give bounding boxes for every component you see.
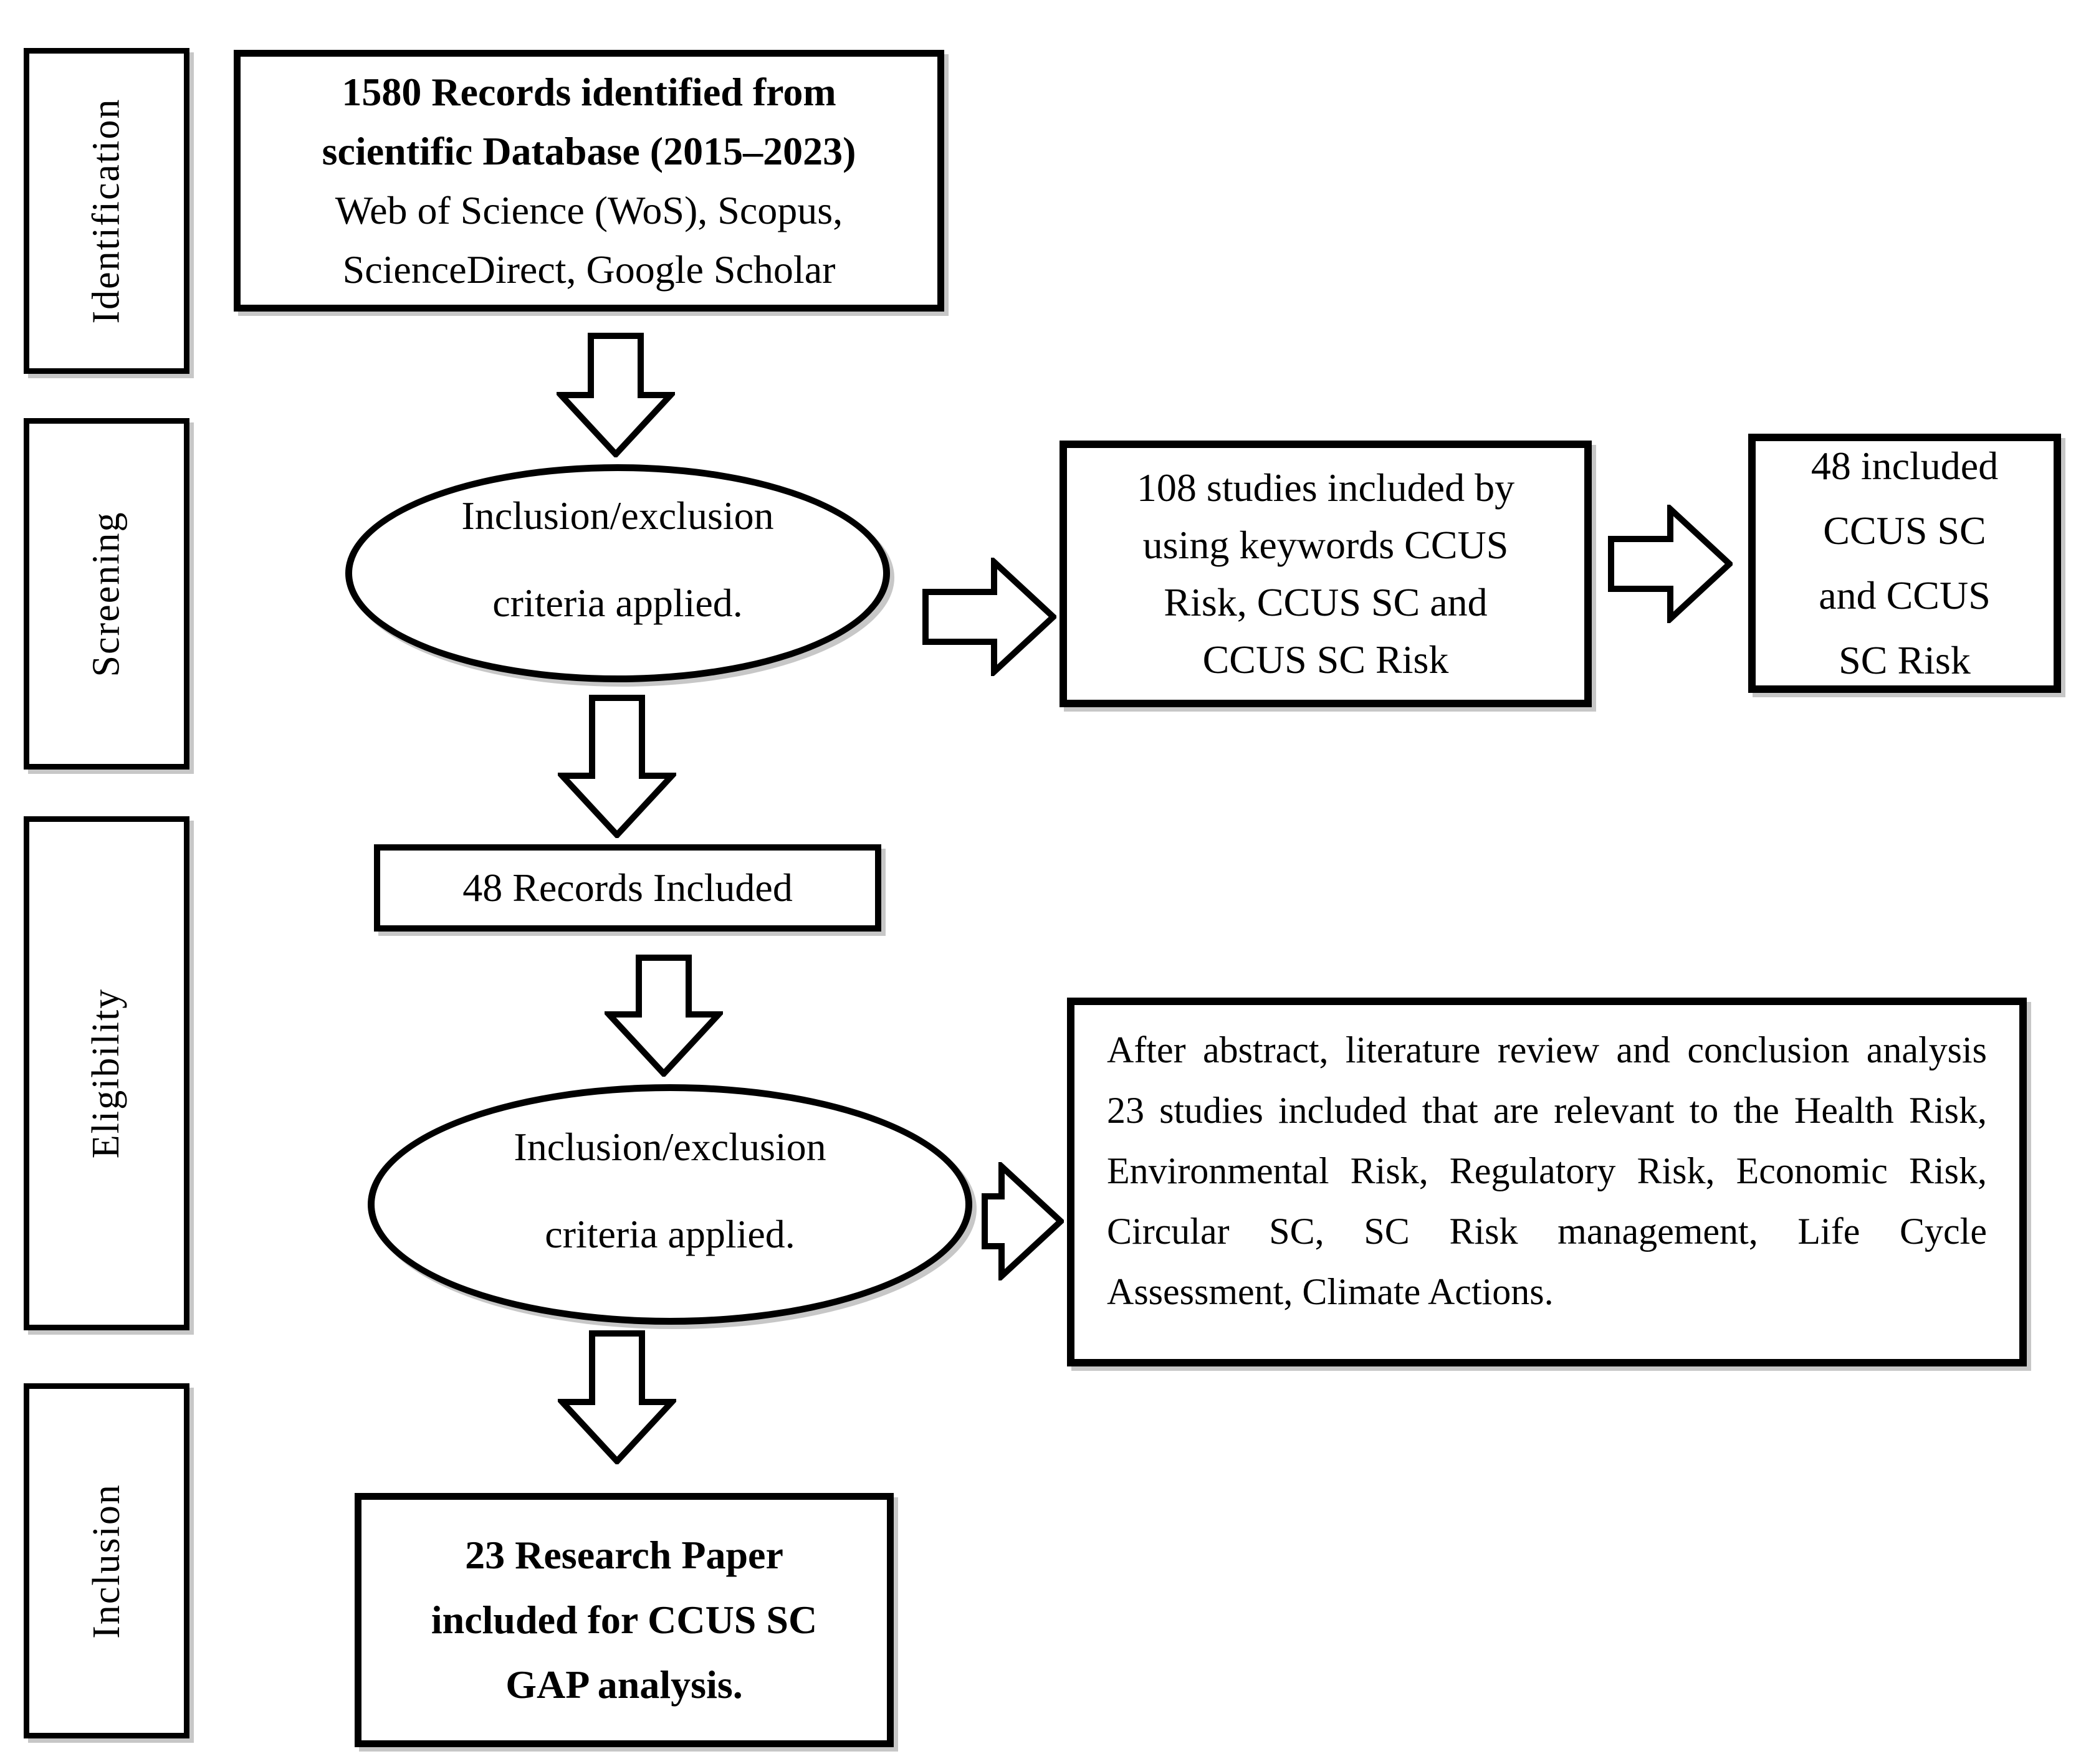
records-identified-line: 1580 Records identified from [342, 70, 836, 114]
keyword-studies-line: 108 studies included by [1136, 465, 1515, 510]
node-included-48: 48 included CCUS SC and CCUS SC Risk [1748, 434, 2061, 693]
stage-box-inclusion: Inclusion [24, 1383, 189, 1738]
eligibility-criteria-line: Inclusion/exclusion [514, 1124, 826, 1169]
records-identified-line: ScienceDirect, Google Scholar [342, 247, 836, 292]
down-arrow-icon [558, 1330, 676, 1464]
keyword-studies-line: using keywords CCUS [1142, 523, 1509, 567]
included-48-line: 48 included [1811, 444, 1999, 488]
screening-criteria-line: Inclusion/exclusion [461, 493, 774, 538]
down-arrow-icon [557, 333, 675, 457]
records-included-48-text: 48 Records Included [462, 865, 793, 910]
right-arrow-icon [922, 558, 1056, 676]
final-papers-line: included for CCUS SC [431, 1598, 818, 1642]
screening-criteria-line: criteria applied. [492, 580, 743, 625]
down-arrow-icon [605, 955, 723, 1077]
node-records-identified: 1580 Records identified from scientific … [234, 50, 944, 312]
included-48-line: and CCUS [1819, 573, 1991, 617]
final-papers-line: GAP analysis. [505, 1662, 743, 1707]
node-eligibility-result: After abstract, literature review and co… [1067, 998, 2027, 1366]
stage-box-screening: Screening [24, 418, 189, 770]
right-arrow-icon [982, 1162, 1064, 1280]
node-keyword-studies: 108 studies included by using keywords C… [1060, 441, 1592, 707]
final-papers-line: 23 Research Paper [465, 1533, 783, 1577]
node-screening-criteria-ellipse: Inclusion/exclusion criteria applied. [345, 464, 890, 682]
records-identified-line: scientific Database (2015–2023) [322, 129, 856, 173]
stage-label-identification: Identification [85, 98, 128, 324]
stage-label-eligibility: Eligibility [85, 988, 128, 1159]
down-arrow-icon [558, 695, 676, 838]
eligibility-criteria-line: criteria applied. [545, 1211, 795, 1256]
keyword-studies-line: Risk, CCUS SC and [1164, 580, 1488, 624]
stage-box-identification: Identification [24, 48, 189, 374]
stage-box-eligibility: Eligibility [24, 816, 189, 1330]
eligibility-result-text: After abstract, literature review and co… [1107, 1029, 1987, 1312]
node-final-papers: 23 Research Paper included for CCUS SC G… [355, 1493, 894, 1747]
keyword-studies-line: CCUS SC Risk [1202, 637, 1449, 682]
included-48-line: SC Risk [1839, 638, 1971, 682]
stage-label-inclusion: Inclusion [85, 1483, 128, 1639]
right-arrow-icon [1608, 505, 1733, 623]
stage-label-screening: Screening [85, 511, 128, 677]
node-eligibility-criteria-ellipse: Inclusion/exclusion criteria applied. [368, 1084, 972, 1325]
included-48-line: CCUS SC [1823, 508, 1986, 553]
records-identified-line: Web of Science (WoS), Scopus, [335, 188, 843, 232]
node-records-included-48: 48 Records Included [374, 844, 881, 932]
